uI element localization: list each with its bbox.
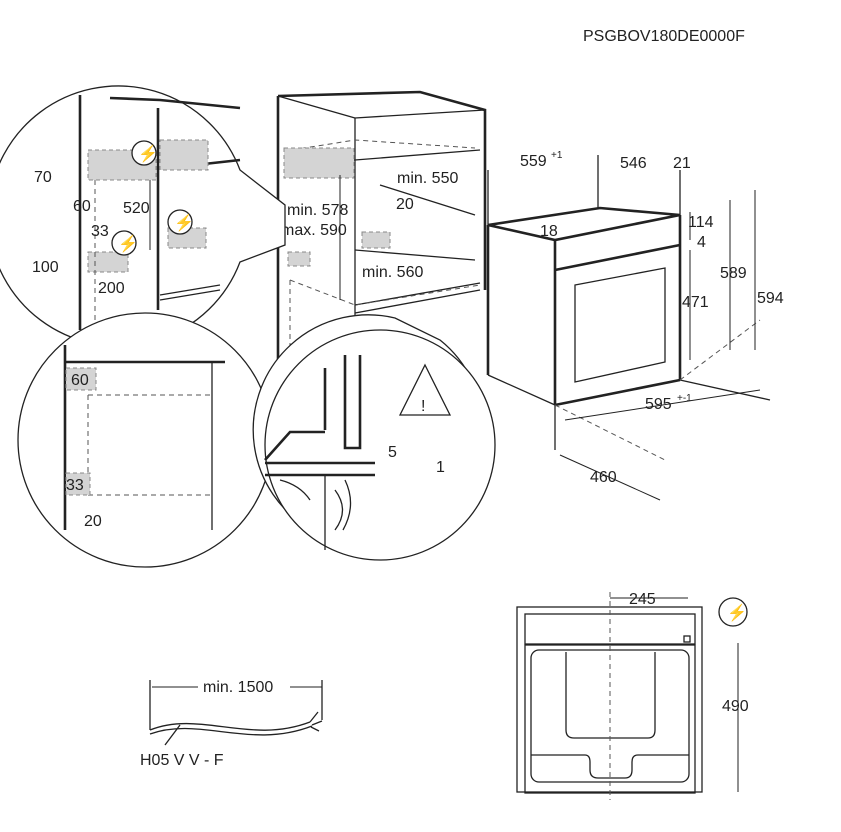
dim-1: 1	[436, 459, 445, 476]
dim-33: 33	[66, 477, 84, 494]
dim-559-tolerance: +1	[551, 150, 563, 161]
dim-33: 33	[91, 223, 109, 240]
dim-245: 245	[629, 591, 656, 608]
dim-4: 4	[697, 234, 706, 251]
power-icon: ⚡	[174, 213, 194, 232]
dim-21: 21	[673, 155, 691, 172]
power-icon: ⚡	[118, 234, 138, 253]
dim-70: 70	[34, 169, 52, 186]
dim-100: 100	[32, 259, 59, 276]
dim-20: 20	[84, 513, 102, 530]
oven-front-view: ⚡ 245 490	[516, 591, 749, 800]
dim-200: 200	[98, 280, 125, 297]
dim-559: 559	[520, 153, 547, 170]
oven-drawing: 559 +1 546 21 18 114 4 589 594 471 595 +…	[486, 150, 784, 501]
dim-460: 460	[590, 469, 617, 486]
dim-18: 18	[540, 223, 558, 240]
detail-top-left: ⚡ ⚡ ⚡ 70 60 520 33 100 200	[0, 85, 286, 347]
model-code: PSGBOV180DE0000F	[583, 28, 745, 45]
dim-546: 546	[620, 155, 647, 172]
cabinet-min-550: min. 550	[397, 170, 458, 187]
dim-595: 595	[645, 396, 672, 413]
cabinet-depth-20: 20	[396, 196, 414, 213]
cable-type: H05 V V - F	[140, 752, 224, 769]
power-icon: ⚡	[138, 144, 158, 163]
cable-min-length: min. 1500	[203, 679, 273, 696]
dim-520: 520	[123, 200, 150, 217]
dim-5: 5	[388, 444, 397, 461]
detail-bottom-middle: ! 5 1	[252, 314, 496, 561]
dim-114: 114	[688, 214, 714, 231]
detail-bottom-left: 60 33 20	[17, 312, 273, 568]
dim-60: 60	[73, 198, 91, 215]
cabinet-max-590: max. 590	[281, 222, 347, 239]
dim-589: 589	[720, 265, 747, 282]
dim-594: 594	[757, 290, 784, 307]
cable-drawing: min. 1500 H05 V V - F	[140, 679, 323, 769]
dim-595-tolerance: +-1	[677, 393, 692, 404]
dim-60: 60	[71, 372, 89, 389]
warning-icon: !	[421, 398, 425, 415]
dim-490: 490	[722, 698, 749, 715]
dim-471: 471	[682, 294, 709, 311]
cabinet-min-578: min. 578	[287, 202, 348, 219]
cabinet-min-560: min. 560	[362, 264, 423, 281]
power-icon: ⚡	[727, 603, 747, 622]
